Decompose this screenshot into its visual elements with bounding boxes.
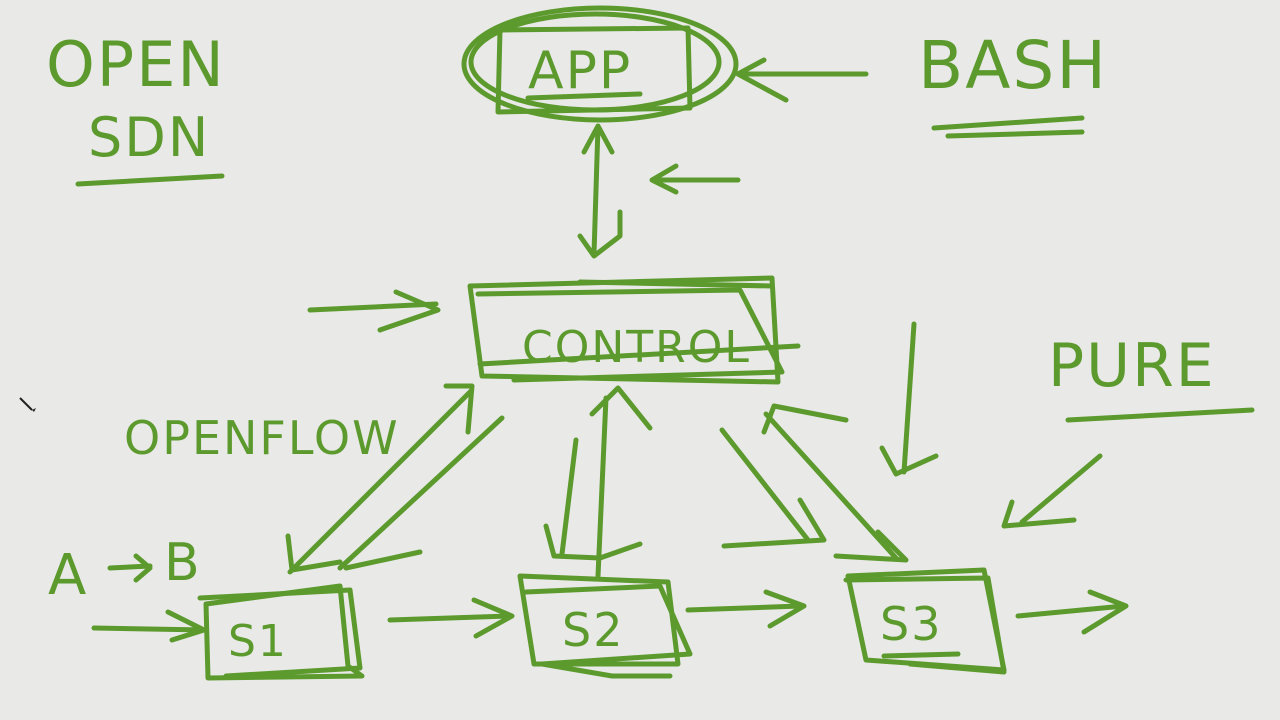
app-ellipse xyxy=(461,5,739,123)
bash-label: BASH xyxy=(918,27,1108,104)
app-box xyxy=(495,25,693,115)
a-label: A xyxy=(48,543,88,608)
control-s1-arrow-up xyxy=(287,383,475,575)
control-box xyxy=(467,275,781,385)
open-sdn-underline xyxy=(75,173,225,187)
control-s1-arrow-down xyxy=(285,415,505,573)
open-sdn-line1-label: OPEN xyxy=(46,28,226,101)
app-side-arrow xyxy=(649,163,741,195)
s3-output-arrow xyxy=(1015,589,1129,635)
s2-s3-arrow xyxy=(685,589,807,629)
openflow-label: OPENFLOW xyxy=(124,411,400,465)
control-s3-arrow-up xyxy=(761,403,909,563)
app-label: APP xyxy=(528,41,632,101)
s3-underline xyxy=(881,651,961,659)
s1-label: S1 xyxy=(228,616,288,667)
pure-down-arrow xyxy=(879,321,939,477)
control-s2-arrow-up xyxy=(589,385,653,579)
open-sdn-line2-label: SDN xyxy=(88,106,210,169)
s1-input-arrow xyxy=(91,609,209,643)
control-box-inner xyxy=(475,287,785,383)
pen-cursor-icon xyxy=(19,397,36,412)
s1-box-top xyxy=(197,587,363,679)
control-input-arrow xyxy=(307,289,441,333)
s3-box-inner xyxy=(843,575,1007,675)
b-label: B xyxy=(164,533,202,593)
control-s3-arrow-down xyxy=(719,427,827,549)
app-control-arrow xyxy=(577,123,623,259)
s1-s2-arrow xyxy=(387,597,515,639)
control-box-line xyxy=(477,279,801,367)
pure-underline xyxy=(1065,407,1255,423)
bash-arrow xyxy=(735,57,869,103)
s1-box xyxy=(203,583,365,681)
a-to-b-arrow xyxy=(107,553,153,583)
bash-underline-1 xyxy=(931,115,1085,131)
control-label: CONTROL xyxy=(522,322,751,373)
pure-arrow xyxy=(1001,453,1103,529)
s2-box-inner xyxy=(523,583,693,679)
s3-label: S3 xyxy=(880,597,942,651)
app-underline xyxy=(525,91,643,101)
control-s2-arrow-down xyxy=(543,437,643,561)
bash-underline-2 xyxy=(945,129,1085,139)
s2-label: S2 xyxy=(562,603,624,657)
pure-label: PURE xyxy=(1048,331,1216,401)
s2-box xyxy=(517,573,681,667)
